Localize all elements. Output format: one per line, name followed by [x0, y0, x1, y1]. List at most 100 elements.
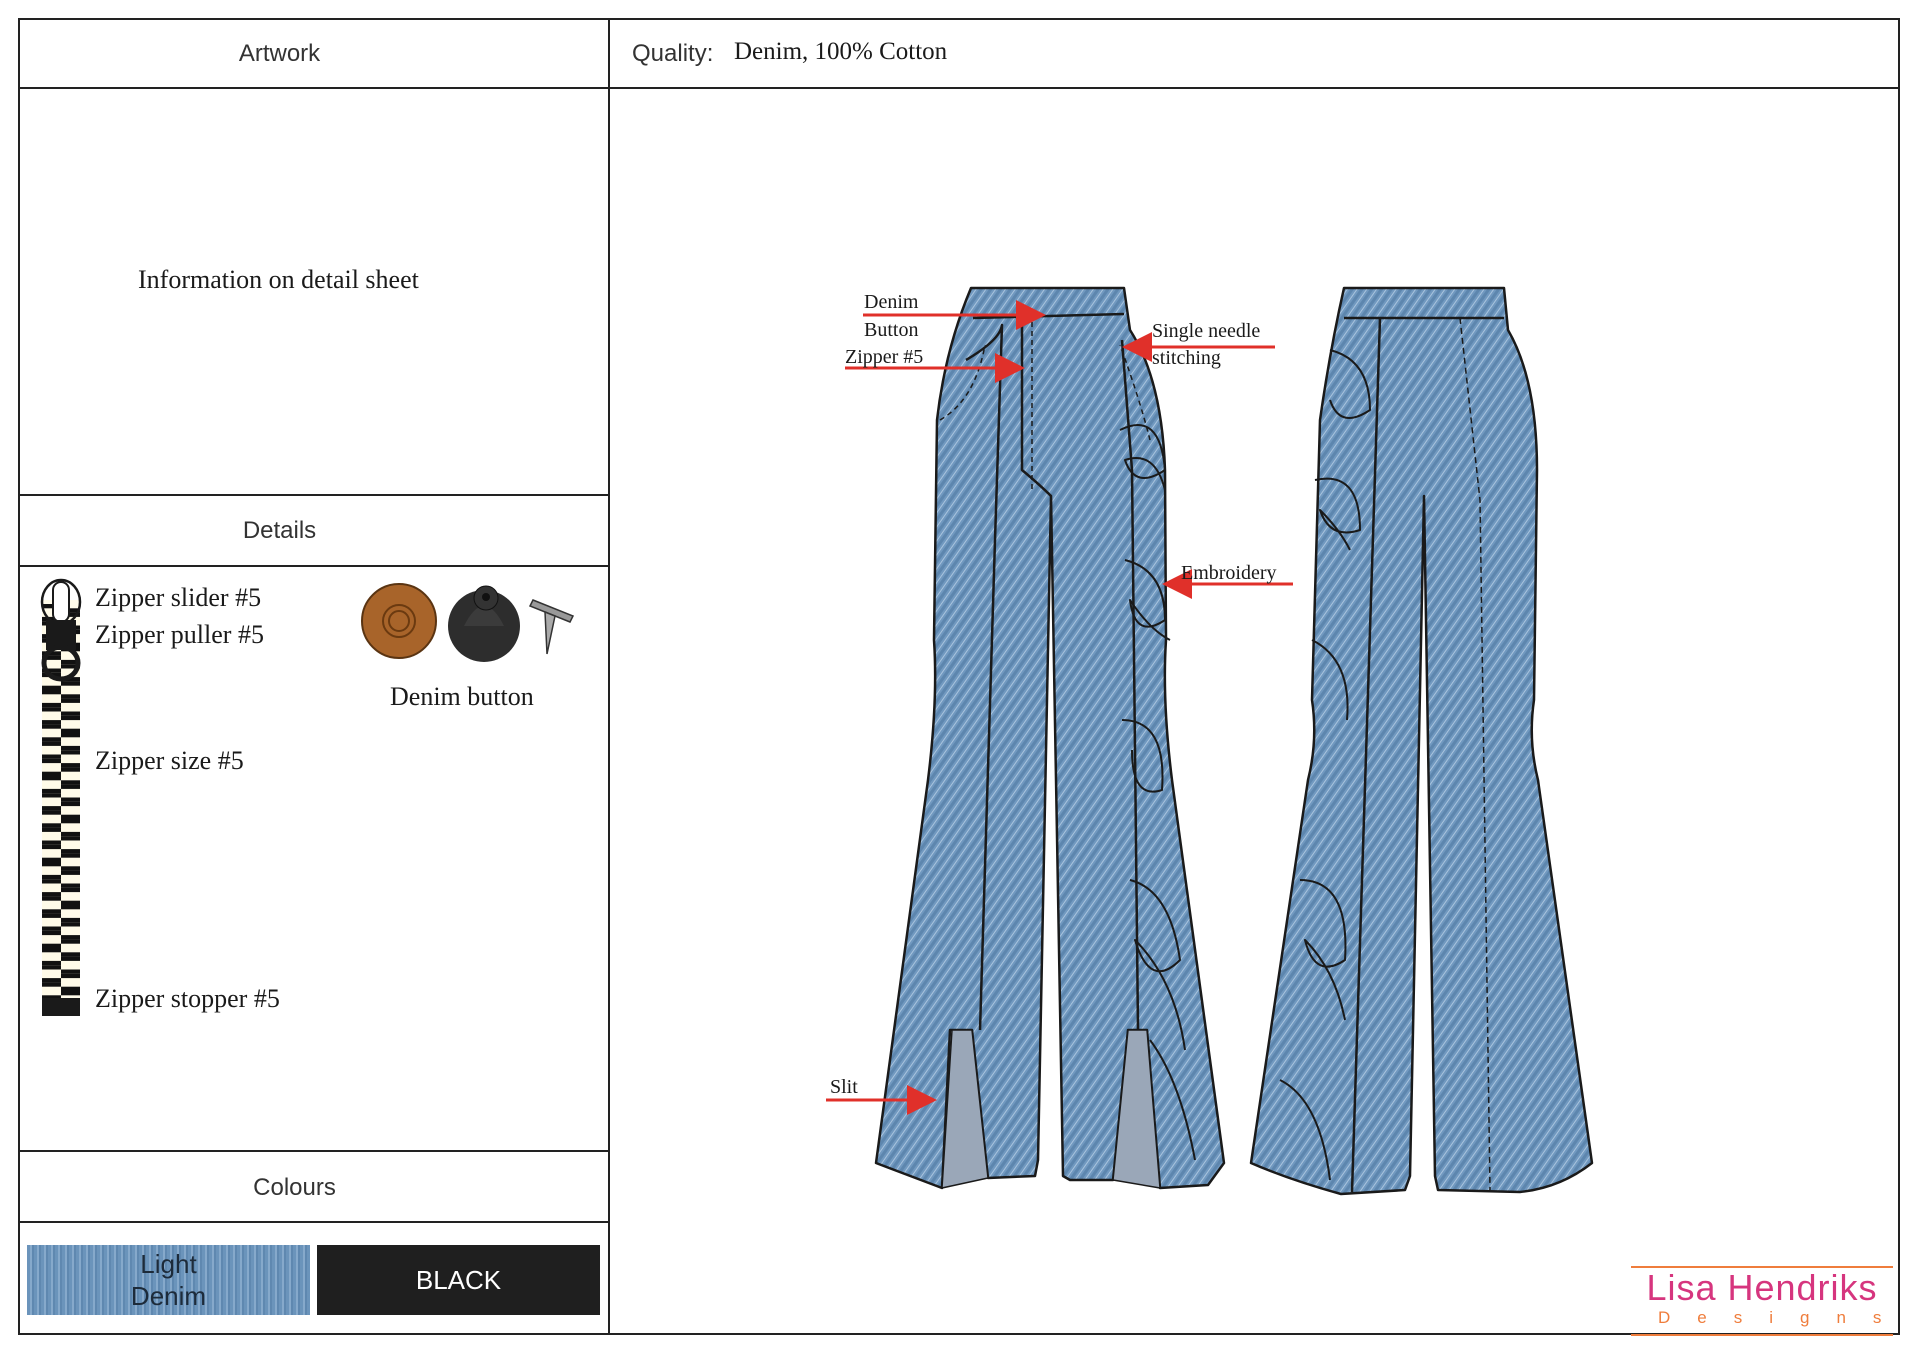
spec-sheet-frame: [18, 18, 1900, 1335]
zipper-stopper-label: Zipper stopper #5: [95, 984, 280, 1013]
zipper-tooth: [61, 836, 80, 841]
zipper-tooth: [61, 780, 80, 785]
zipper-tooth: [61, 814, 80, 819]
zipper-tooth: [61, 969, 80, 974]
zipper-tooth: [61, 935, 80, 940]
zipper-tooth: [61, 866, 80, 871]
zipper-tooth: [42, 604, 61, 609]
zipper-tooth: [42, 810, 61, 815]
zipper-tooth: [61, 819, 80, 824]
zipper-tooth: [42, 874, 61, 880]
zipper-tooth: [61, 698, 80, 703]
denim-button-label: Denim button: [390, 682, 534, 711]
zipper-tooth: [42, 943, 61, 948]
zipper-tooth: [42, 862, 61, 867]
zipper-tooth: [42, 930, 61, 936]
quality-label: Quality:: [632, 40, 714, 67]
zipper-tooth: [61, 905, 80, 910]
zipper-slider-label: Zipper slider #5: [95, 583, 262, 612]
zipper-tooth: [61, 767, 80, 772]
colours-header-divider: [18, 1221, 609, 1223]
zipper-tooth: [61, 883, 80, 888]
zipper-tooth: [42, 788, 61, 794]
zipper-tooth: [42, 771, 61, 776]
annotation-stitching: stitching: [1152, 347, 1221, 369]
zipper-tooth: [61, 763, 80, 768]
colours-header: Colours: [253, 1174, 336, 1201]
zipper-puller-label: Zipper puller #5: [95, 620, 264, 649]
zipper-tooth: [42, 892, 61, 897]
zipper-tooth: [42, 948, 61, 953]
zipper-tooth: [42, 909, 61, 914]
swatch-label: Light Denim: [130, 1249, 207, 1311]
zipper-tooth: [61, 664, 80, 669]
zipper-size-label: Zipper size #5: [95, 746, 244, 775]
logo-subtitle: Designs: [1658, 1308, 1909, 1327]
zipper-tooth: [42, 982, 61, 987]
zipper-tooth: [61, 952, 80, 957]
rivet-icon: [528, 599, 575, 655]
zipper-tooth: [61, 973, 80, 979]
zipper-tooth: [42, 806, 61, 811]
zipper-tooth: [42, 758, 61, 764]
zipper-tooth: [61, 991, 80, 996]
zipper-tooth: [61, 750, 80, 755]
zipper-tooth: [42, 651, 61, 656]
zipper-tooth: [61, 831, 80, 837]
zipper-tooth: [42, 668, 61, 673]
zipper-tooth: [42, 879, 61, 884]
zipper-tooth: [61, 956, 80, 961]
zipper-tooth: [42, 702, 61, 708]
denim-button-back-icon: [448, 585, 520, 662]
zipper-tooth: [42, 857, 61, 862]
zipper-tooth: [61, 715, 80, 721]
details-divider: [18, 1150, 609, 1152]
zipper-tooth: [42, 827, 61, 832]
zipper-tooth: [42, 793, 61, 798]
swatch-black: BLACK: [317, 1245, 600, 1315]
zipper-tooth: [42, 707, 61, 712]
swatch-light-denim: Light Denim: [27, 1245, 310, 1315]
zipper-tooth: [61, 608, 80, 613]
zipper-tooth: [61, 784, 80, 789]
zipper-tooth: [61, 870, 80, 875]
zipper-icon: [40, 578, 82, 1016]
logo-name: Lisa Hendriks: [1646, 1267, 1878, 1308]
annotation-zipper: Zipper #5: [845, 346, 924, 368]
annotation-single-needle: Single needle: [1152, 320, 1261, 342]
annotation-slit: Slit: [830, 1076, 858, 1098]
zipper-tooth: [42, 960, 61, 966]
zipper-tooth: [42, 965, 61, 970]
zipper-tooth: [61, 853, 80, 858]
details-header-divider: [18, 565, 609, 567]
annotation-arrows: [826, 300, 1293, 1115]
back-view-pants: [1249, 286, 1594, 1196]
zipper-tooth: [42, 737, 61, 742]
zipper-tooth: [61, 733, 80, 738]
details-header: Details: [242, 517, 317, 544]
zipper-tooth: [61, 917, 80, 923]
zipper-tooth: [42, 690, 61, 695]
zipper-tooth: [61, 900, 80, 905]
quality-value: Denim, 100% Cotton: [734, 38, 948, 65]
zipper-tooth: [42, 655, 61, 660]
artwork-header: Artwork: [238, 40, 321, 67]
annotation-denim: Denim: [864, 291, 919, 313]
column-divider: [608, 18, 610, 1335]
zipper-tooth: [61, 612, 80, 617]
artwork-divider: [18, 494, 609, 496]
zipper-tooth: [61, 922, 80, 927]
zipper-tooth: [42, 776, 61, 781]
zipper-tooth: [42, 844, 61, 850]
header-divider: [18, 87, 1900, 89]
zipper-tooth: [42, 978, 61, 983]
artwork-info-text: Information on detail sheet: [138, 265, 419, 294]
annotation-button: Button: [864, 319, 919, 341]
zipper-tooth: [61, 694, 80, 699]
zipper-tooth: [42, 741, 61, 746]
zipper-tooth: [61, 939, 80, 944]
zipper-tooth: [42, 754, 61, 759]
denim-button-copper-icon: [361, 583, 437, 659]
zipper-tooth: [61, 801, 80, 807]
